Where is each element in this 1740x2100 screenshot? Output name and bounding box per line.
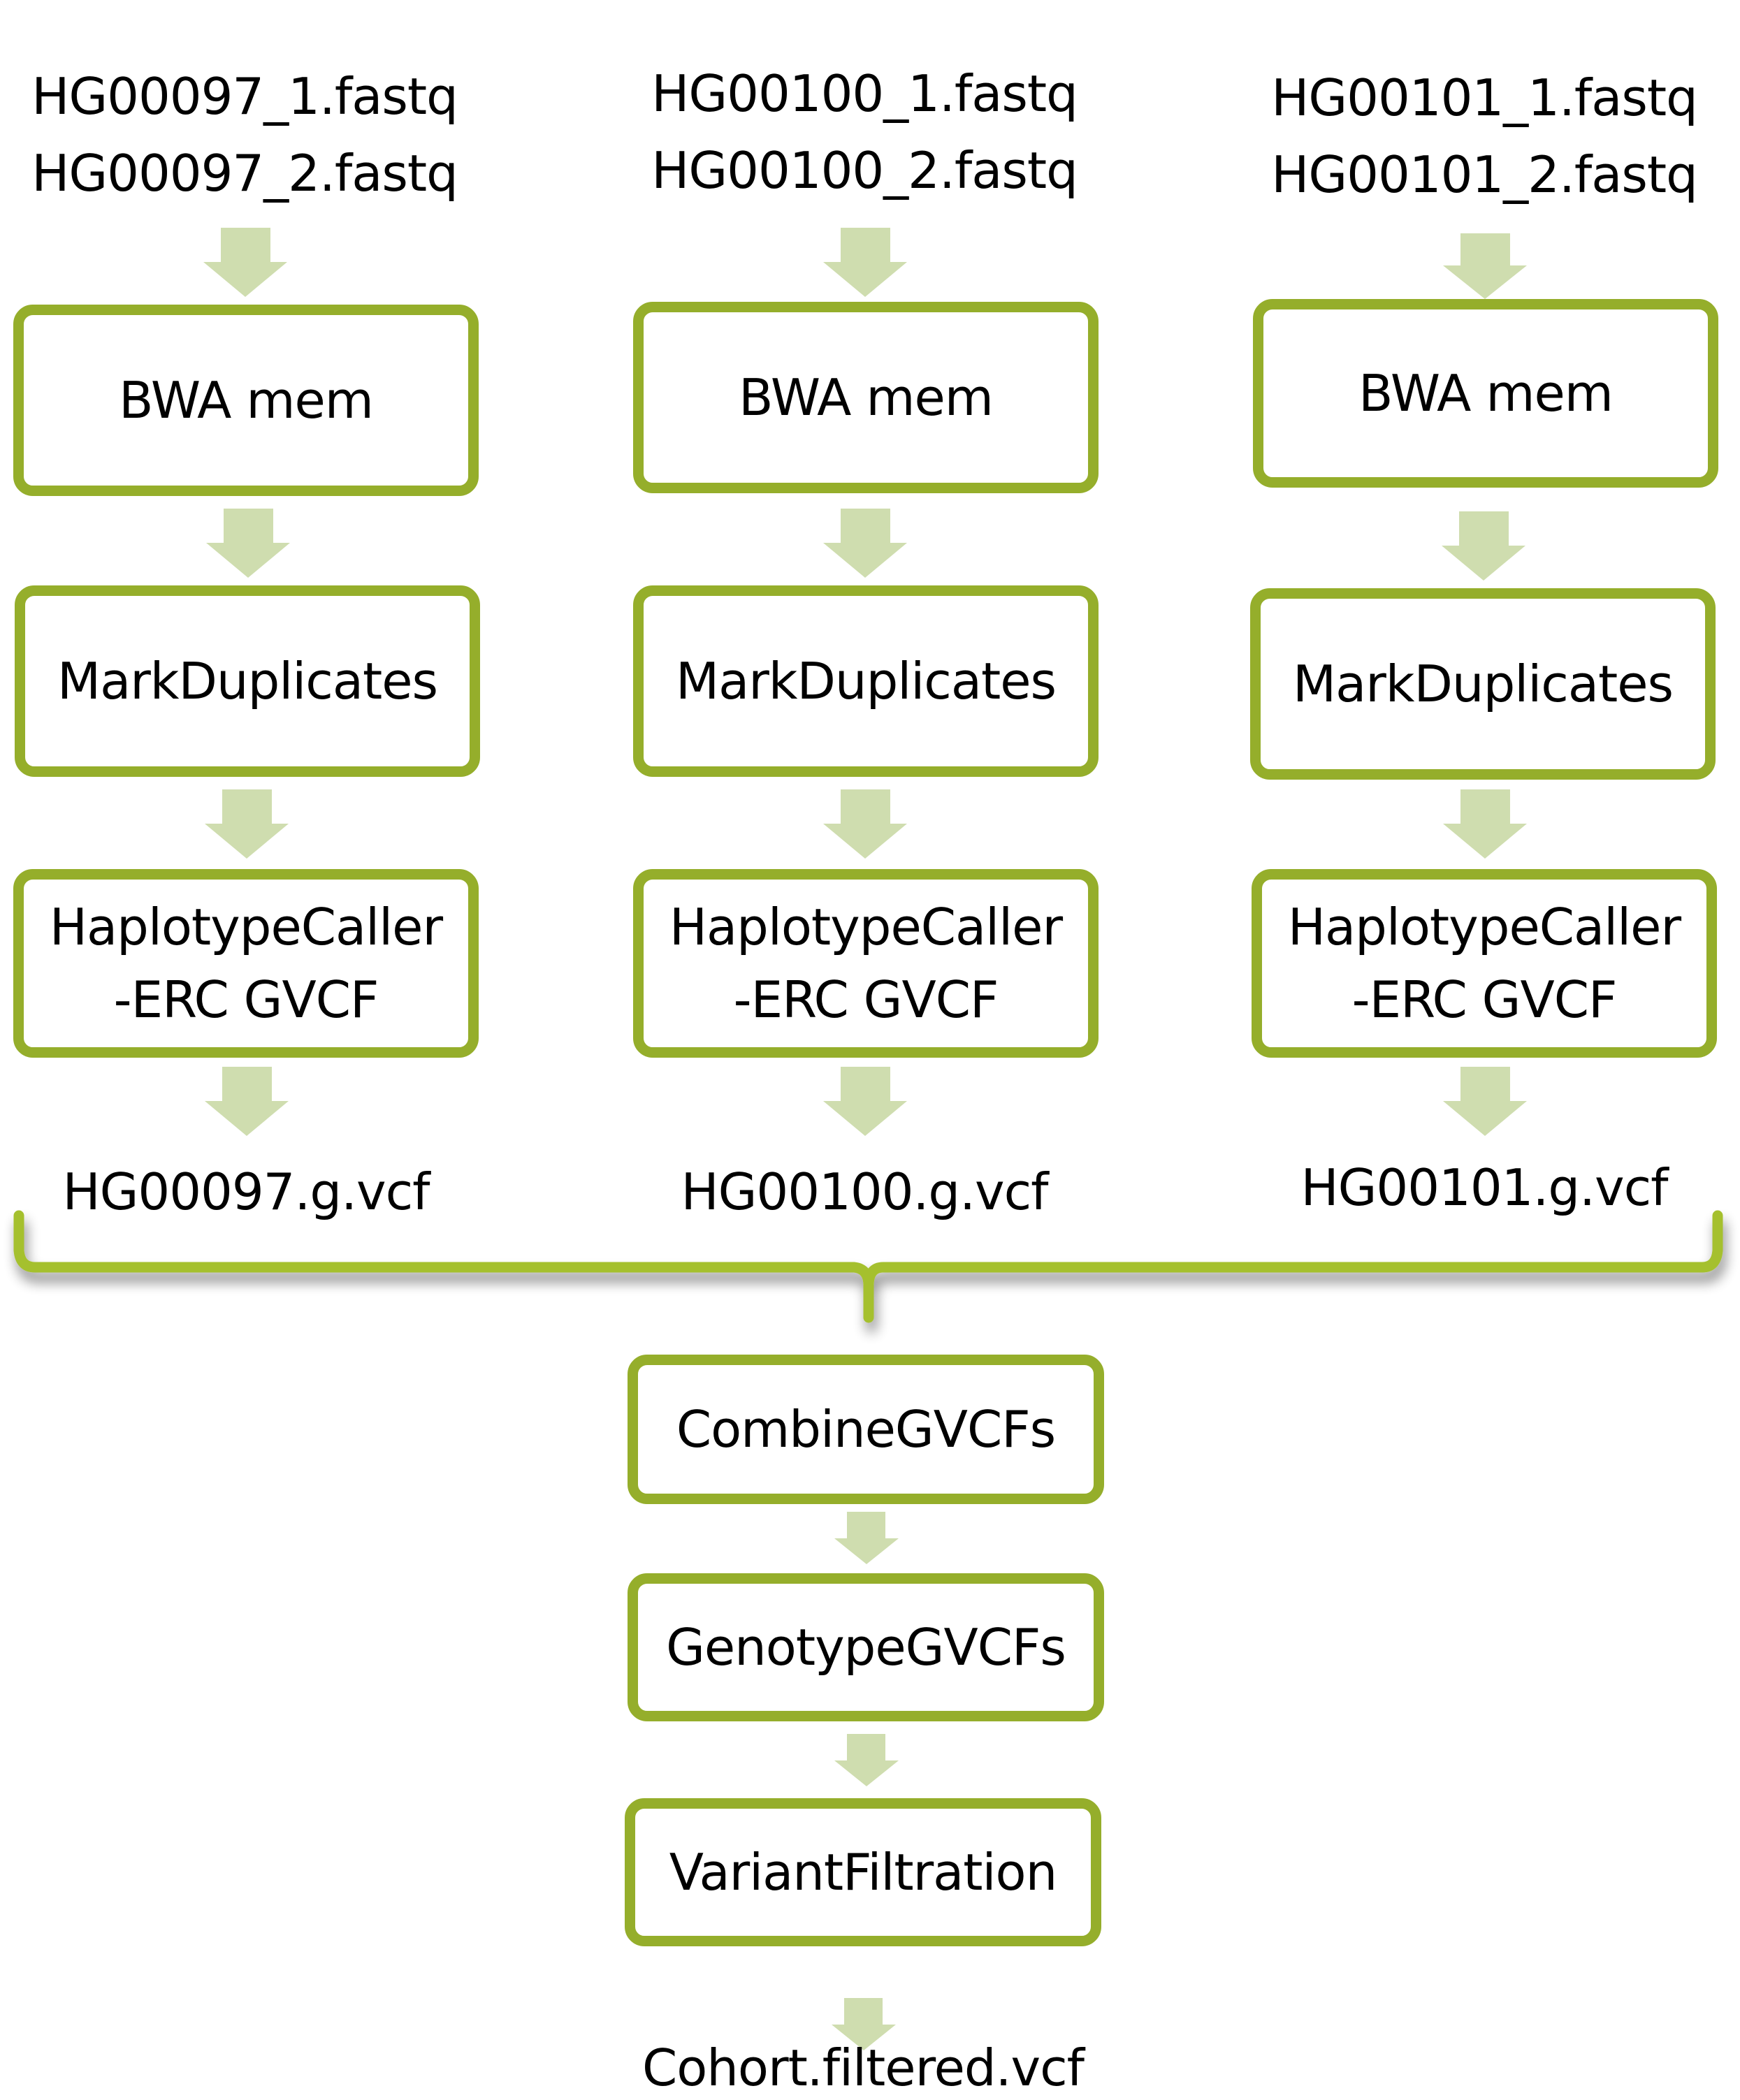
down-arrow-icon	[1442, 511, 1525, 581]
down-arrow-icon	[832, 1998, 896, 2050]
step-box-combinegvcfs: CombineGVCFs	[628, 1355, 1104, 1504]
step-box-haplotypecaller: HaplotypeCaller -ERC GVCF	[1252, 869, 1717, 1058]
down-arrow-icon	[1443, 789, 1527, 859]
down-arrow-icon	[1443, 233, 1527, 299]
step-box-bwa-mem: BWA mem	[633, 302, 1099, 493]
input-file: HG00101_2.fastq	[1271, 145, 1698, 204]
final-output-vcf: Cohort.filtered.vcf	[641, 2039, 1085, 2097]
step-label: VariantFiltration	[669, 1842, 1057, 1902]
down-arrow-icon	[205, 1067, 289, 1136]
step-box-markduplicates: MarkDuplicates	[1250, 588, 1716, 780]
input-file: HG00097_2.fastq	[31, 144, 458, 203]
step-box-bwa-mem: BWA mem	[1253, 299, 1718, 488]
merge-brace	[13, 1210, 1723, 1323]
step-label: GenotypeGVCFs	[666, 1617, 1066, 1677]
step-label: BWA mem	[739, 367, 994, 427]
step-box-haplotypecaller: HaplotypeCaller -ERC GVCF	[633, 869, 1099, 1058]
down-arrow-icon	[203, 228, 287, 297]
down-arrow-icon	[1443, 1067, 1527, 1136]
output-gvcf: HG00101.g.vcf	[1300, 1158, 1669, 1217]
down-arrow-icon	[823, 509, 907, 578]
input-file: HG00097_1.fastq	[31, 67, 458, 126]
down-arrow-icon	[823, 1067, 907, 1136]
down-arrow-icon	[823, 789, 907, 859]
step-box-markduplicates: MarkDuplicates	[633, 585, 1099, 777]
down-arrow-icon	[205, 789, 289, 859]
step-label: BWA mem	[119, 370, 374, 430]
down-arrow-icon	[834, 1512, 899, 1564]
step-label: BWA mem	[1358, 363, 1614, 423]
step-label: MarkDuplicates	[675, 651, 1057, 710]
down-arrow-icon	[206, 509, 290, 578]
step-label: MarkDuplicates	[1292, 654, 1674, 713]
step-label: HaplotypeCaller	[669, 897, 1063, 956]
step-box-variantfiltration: VariantFiltration	[625, 1798, 1101, 1946]
input-file: HG00100_2.fastq	[651, 141, 1078, 200]
step-label: CombineGVCFs	[676, 1399, 1056, 1459]
step-box-genotypegvcfs: GenotypeGVCFs	[628, 1573, 1104, 1721]
step-label: HaplotypeCaller	[49, 897, 443, 956]
down-arrow-icon	[834, 1734, 899, 1786]
step-box-bwa-mem: BWA mem	[13, 305, 479, 496]
input-file: HG00100_1.fastq	[651, 64, 1078, 123]
step-box-haplotypecaller: HaplotypeCaller -ERC GVCF	[13, 869, 479, 1058]
step-label: HaplotypeCaller	[1287, 897, 1681, 956]
step-label: -ERC GVCF	[1351, 970, 1618, 1029]
output-gvcf: HG00097.g.vcf	[62, 1162, 430, 1221]
output-gvcf: HG00100.g.vcf	[681, 1162, 1049, 1221]
down-arrow-icon	[823, 228, 907, 297]
step-box-markduplicates: MarkDuplicates	[15, 585, 480, 777]
input-file: HG00101_1.fastq	[1271, 68, 1698, 127]
step-label: MarkDuplicates	[57, 651, 438, 710]
step-label: -ERC GVCF	[113, 970, 379, 1029]
step-label: -ERC GVCF	[733, 970, 999, 1029]
